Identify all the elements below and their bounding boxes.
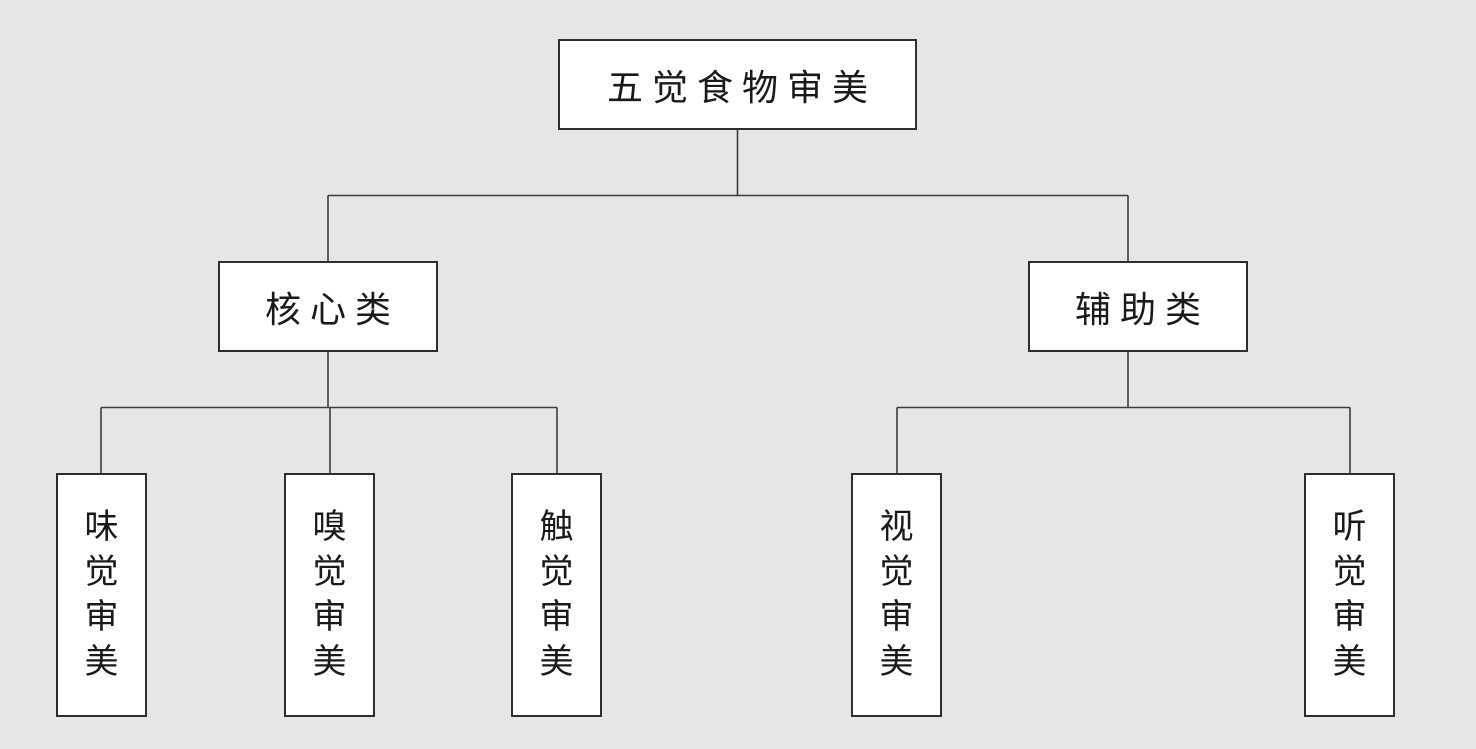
node-hearing-aesthetics: 听觉审美 xyxy=(1304,473,1395,717)
node-touch-aesthetics: 触觉审美 xyxy=(511,473,602,717)
node-taste-aesthetics-label: 味觉审美 xyxy=(84,509,119,681)
node-root-label: 五觉食物审美 xyxy=(606,67,877,108)
node-smell-aesthetics: 嗅觉审美 xyxy=(284,473,375,717)
node-visual-aesthetics: 视觉审美 xyxy=(851,473,942,717)
node-core-category: 核心类 xyxy=(218,261,438,352)
node-smell-aesthetics-label: 嗅觉审美 xyxy=(312,509,347,681)
node-visual-aesthetics-label: 视觉审美 xyxy=(879,509,914,681)
node-taste-aesthetics: 味觉审美 xyxy=(56,473,147,717)
node-touch-aesthetics-label: 触觉审美 xyxy=(539,509,574,681)
node-core-category-label: 核心类 xyxy=(264,289,400,330)
node-five-senses-food-aesthetics: 五觉食物审美 xyxy=(558,39,917,130)
node-hearing-aesthetics-label: 听觉审美 xyxy=(1332,509,1367,681)
node-auxiliary-category-label: 辅助类 xyxy=(1074,289,1210,330)
node-auxiliary-category: 辅助类 xyxy=(1028,261,1248,352)
